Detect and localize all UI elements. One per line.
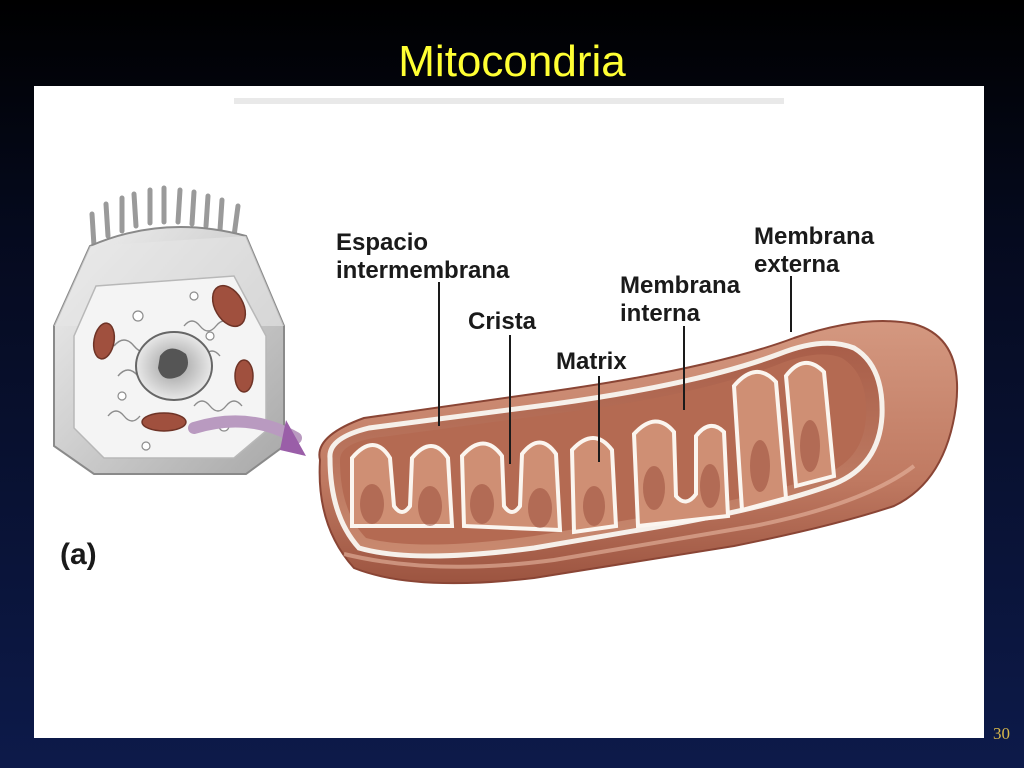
microvilli [89, 185, 241, 249]
panel-letter: (a) [60, 538, 97, 571]
leader-lines [438, 276, 792, 464]
label-outer-membrane: Membrana externa [754, 223, 874, 279]
label-matrix: Matrix [556, 348, 627, 375]
label-inner-line1: Membrana [620, 272, 741, 299]
label-outer-line1: Membrana [754, 223, 875, 250]
label-crista: Crista [468, 308, 537, 335]
label-outer-line2: externa [754, 251, 840, 278]
label-intermembrane-line1: Espacio [336, 229, 429, 256]
slide-number: 30 [993, 724, 1010, 743]
label-intermembrane-space: Espacio intermembrana [336, 229, 509, 285]
slide-title: Mitocondria [398, 37, 626, 86]
label-intermembrane-line2: intermembrana [336, 257, 510, 284]
cell-mitochondria [92, 284, 254, 432]
mitochondrion [318, 320, 958, 585]
mitochondria-illustration [53, 98, 958, 585]
label-inner-line2: interna [620, 300, 701, 327]
label-inner-membrane: Membrana interna [620, 272, 740, 328]
magnify-arrow [188, 415, 306, 456]
faint-header-strip [234, 98, 784, 104]
cell-icon [53, 185, 285, 475]
figure-panel: Espacio intermembrana Crista Matrix Memb… [34, 86, 984, 738]
